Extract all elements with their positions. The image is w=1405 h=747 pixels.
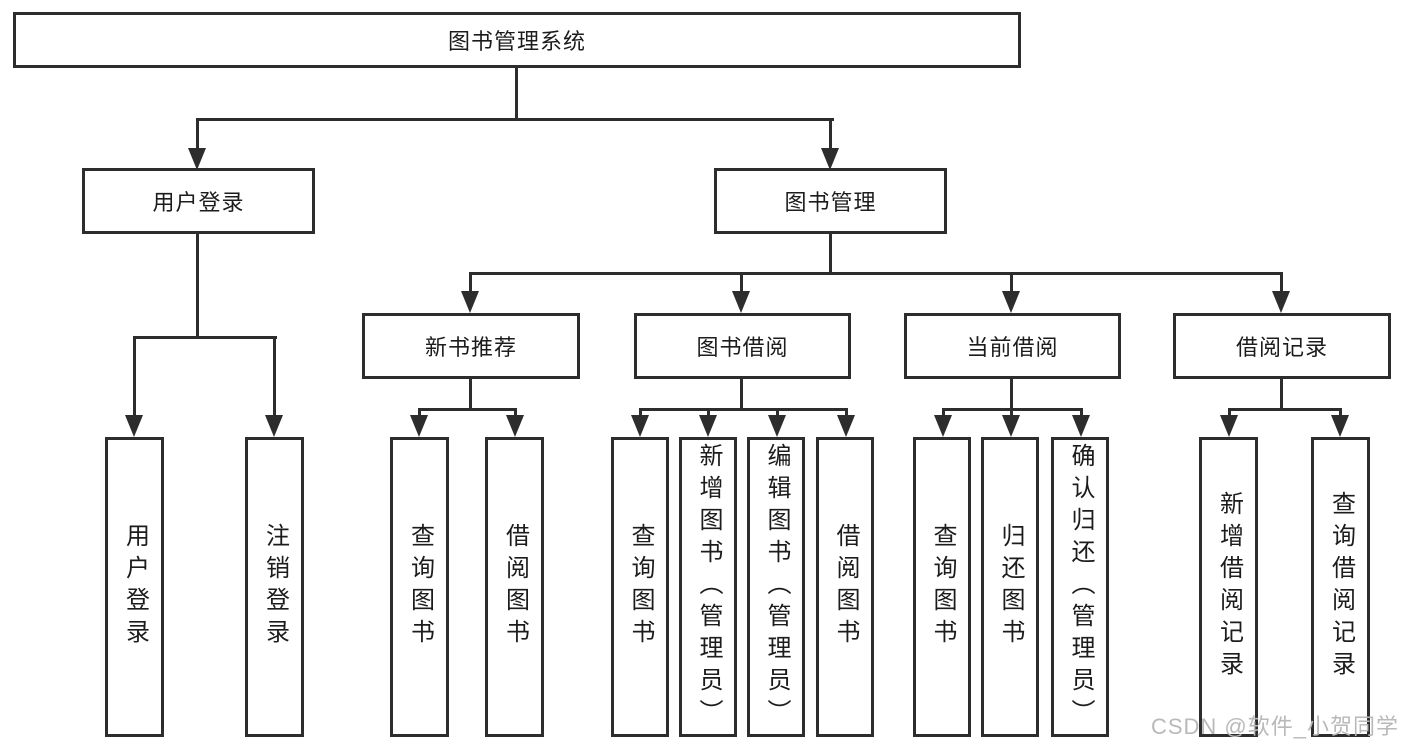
watermark: CSDN @软件_小贺同学 (1150, 714, 1399, 739)
connector-recommend-bus (418, 408, 517, 411)
connector-drop-book-management (829, 118, 832, 158)
connector-drop-c3 (1080, 408, 1083, 420)
leaf-return-books: 归还图书 (981, 437, 1039, 737)
connector-recommend-stem (469, 379, 472, 411)
connector-records-stem (1280, 379, 1283, 411)
leaf-add-books-admin: 新增图书（管理员） (679, 437, 737, 737)
leaf-return-books-label: 归还图书 (997, 523, 1024, 651)
arrowhead-c2 (1002, 415, 1020, 437)
connector-drop-current (1010, 272, 1013, 300)
arrowhead-b1 (631, 415, 649, 437)
arrowhead-leaf-logout (265, 415, 283, 437)
node-current-borrow-label: 当前借阅 (966, 335, 1059, 360)
connector-user-login-stem (196, 233, 199, 339)
connector-level3-bus (469, 272, 1283, 275)
leaf-confirm-return-admin: 确认归还（管理员） (1051, 437, 1109, 737)
leaf-add-books-admin-label: 新增图书（管理员） (695, 443, 722, 731)
node-book-borrow: 图书借阅 (634, 313, 851, 379)
connector-borrow-bus (639, 408, 848, 411)
arrowhead-b4 (837, 415, 855, 437)
leaf-recommend-query-books-label: 查询图书 (406, 523, 434, 651)
connector-book-management-stem (829, 233, 832, 275)
connector-borrow-stem (740, 379, 743, 411)
connector-drop-records (1280, 272, 1283, 300)
leaf-query-borrow-record-label: 查询借阅记录 (1327, 491, 1355, 683)
node-new-book-recommend-label: 新书推荐 (424, 335, 517, 360)
node-book-management: 图书管理 (714, 168, 947, 234)
leaf-borrow-query-books-label: 查询图书 (627, 523, 654, 651)
arrowhead-c3 (1072, 415, 1090, 437)
leaf-confirm-return-admin-label: 确认归还（管理员） (1067, 443, 1094, 731)
arrowhead-r2 (506, 415, 524, 437)
connector-drop-leaf-logout (273, 336, 276, 420)
leaf-logout-label: 注销登录 (261, 523, 289, 651)
connector-user-login-bus (133, 336, 277, 339)
leaf-borrow-books-label: 借阅图书 (832, 523, 859, 651)
node-root-label: 图书管理系统 (447, 29, 586, 54)
connector-drop-leaf-login (133, 336, 136, 420)
leaf-add-borrow-record-label: 新增借阅记录 (1215, 491, 1243, 683)
leaf-borrow-query-books: 查询图书 (611, 437, 669, 737)
arrowhead-c1 (934, 415, 952, 437)
node-current-borrow: 当前借阅 (904, 313, 1121, 379)
node-user-login-label: 用户登录 (152, 190, 245, 215)
arrowhead-r1 (410, 415, 428, 437)
leaf-edit-books-admin-label: 编辑图书（管理员） (763, 443, 790, 731)
arrowhead-b2 (699, 415, 717, 437)
connector-level2-bus (196, 118, 834, 121)
arrowhead-b3 (768, 415, 786, 437)
connector-drop-b1 (639, 408, 642, 420)
connector-drop-b2 (707, 408, 710, 420)
leaf-current-query-books-label: 查询图书 (929, 523, 956, 651)
arrowhead-current (1002, 291, 1020, 313)
node-borrow-records: 借阅记录 (1173, 313, 1391, 379)
connector-drop-rec2 (1339, 408, 1342, 420)
connector-drop-c1 (942, 408, 945, 420)
leaf-query-borrow-record: 查询借阅记录 (1311, 437, 1370, 737)
connector-drop-user-login (196, 118, 199, 158)
connector-records-bus (1228, 408, 1342, 411)
arrowhead-leaf-login (125, 415, 143, 437)
arrowhead-recommend (461, 291, 479, 313)
node-root: 图书管理系统 (13, 12, 1021, 68)
leaf-logout: 注销登录 (245, 437, 304, 737)
leaf-user-login: 用户登录 (105, 437, 164, 737)
connector-drop-b4 (845, 408, 848, 420)
connector-drop-b3 (776, 408, 779, 420)
arrowhead-borrow (732, 291, 750, 313)
connector-drop-c2 (1010, 408, 1013, 420)
leaf-borrow-books: 借阅图书 (816, 437, 874, 737)
connector-drop-r1 (418, 408, 421, 420)
node-borrow-records-label: 借阅记录 (1235, 335, 1328, 360)
node-new-book-recommend: 新书推荐 (362, 313, 580, 379)
connector-drop-borrow (740, 272, 743, 300)
arrowhead-user-login (188, 148, 206, 170)
connector-drop-r2 (514, 408, 517, 420)
connector-root-stem (515, 68, 518, 120)
connector-drop-rec1 (1228, 408, 1231, 420)
node-book-management-label: 图书管理 (784, 190, 877, 215)
leaf-recommend-borrow-books-label: 借阅图书 (501, 523, 529, 651)
leaf-current-query-books: 查询图书 (913, 437, 971, 737)
leaf-recommend-query-books: 查询图书 (390, 437, 449, 737)
connector-current-stem (1010, 379, 1013, 411)
leaf-add-borrow-record: 新增借阅记录 (1199, 437, 1258, 737)
arrowhead-rec2 (1331, 415, 1349, 437)
arrowhead-rec1 (1220, 415, 1238, 437)
node-user-login: 用户登录 (82, 168, 315, 234)
node-book-borrow-label: 图书借阅 (696, 335, 789, 360)
leaf-recommend-borrow-books: 借阅图书 (485, 437, 544, 737)
arrowhead-book-management (821, 148, 839, 170)
leaf-user-login-label: 用户登录 (121, 523, 149, 651)
arrowhead-records (1272, 291, 1290, 313)
leaf-edit-books-admin: 编辑图书（管理员） (747, 437, 805, 737)
connector-drop-recommend (469, 272, 472, 300)
